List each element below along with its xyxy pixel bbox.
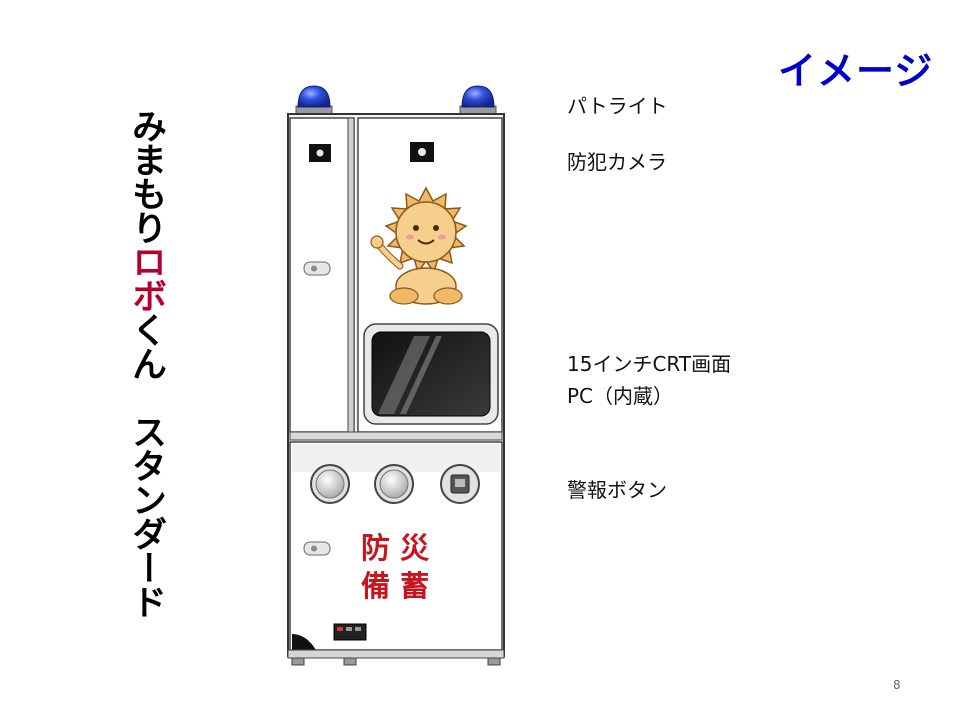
title-part3: くん <box>126 312 166 380</box>
door-lock-lower <box>303 541 331 556</box>
label-screen-line1: 15インチCRT画面 <box>567 352 732 376</box>
vent <box>292 634 316 650</box>
security-camera-left <box>309 144 331 162</box>
title-accent: ロボ <box>126 244 166 312</box>
door-lock-upper <box>303 261 331 276</box>
sun-mascot-illustration <box>370 186 468 305</box>
middle-rail <box>289 431 503 441</box>
security-camera-right <box>410 142 434 162</box>
page-number: 8 <box>893 678 901 692</box>
door-edge <box>347 117 355 433</box>
door-text-row1: 防 災 <box>361 531 430 565</box>
patrol-light-right <box>459 85 497 115</box>
label-screen-line2: PC（内蔵） <box>567 384 674 408</box>
round-button-center <box>374 464 414 504</box>
patrol-light-left <box>295 85 333 115</box>
label-security-camera: 防犯カメラ <box>567 150 667 174</box>
label-patrol-light: パトライト <box>567 94 668 118</box>
foot-left <box>291 657 305 666</box>
foot-right <box>487 657 501 666</box>
foot-middle <box>343 657 357 666</box>
title-part1: みまもり <box>126 108 166 244</box>
control-panel <box>333 623 367 641</box>
round-button-left <box>310 464 350 504</box>
label-alarm-button: 警報ボタン <box>567 478 667 502</box>
title-part4: スタンダード <box>126 414 166 618</box>
door-text-row2: 備 蓄 <box>361 569 429 603</box>
slide-badge: イメージ <box>778 49 934 93</box>
vertical-title: みまもりロボくんスタンダード <box>124 108 168 618</box>
robot-kiosk-illustration: 防 災 備 蓄 <box>287 85 505 666</box>
base <box>287 649 505 659</box>
alarm-button <box>440 464 480 504</box>
crt-screen <box>363 323 499 425</box>
